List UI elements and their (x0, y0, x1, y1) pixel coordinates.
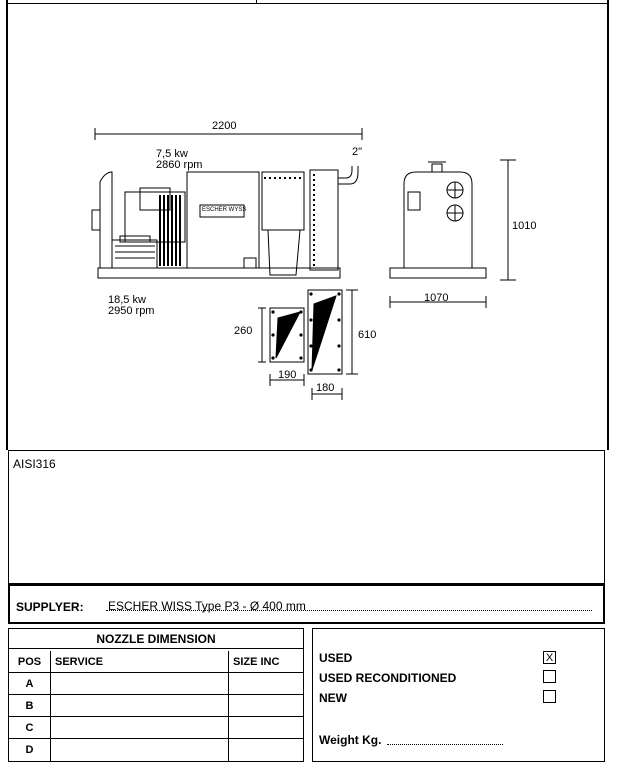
flange1-height-label: 260 (234, 325, 253, 337)
header-service: SERVICE (51, 651, 229, 672)
outlet-chute (309, 169, 339, 271)
supplier-value: ESCHER WISS Type P3 - Ø 400 mm (108, 599, 306, 613)
pipe-size-label: 2" (352, 146, 363, 158)
technical-drawing (91, 128, 516, 400)
width-label: 1070 (424, 292, 449, 304)
machine-base (97, 267, 341, 279)
left-flange (91, 209, 101, 231)
row-pos: D (9, 739, 51, 761)
top-motor-power: 7,5 kw (156, 148, 188, 160)
nameplate-label: ESCHER WYSS (202, 207, 247, 213)
row-size[interactable] (229, 717, 305, 738)
material-note: AISI316 (13, 457, 56, 471)
header-size: SIZE INC (233, 656, 280, 668)
height-label: 1010 (512, 220, 537, 232)
weight-dotted-line[interactable] (387, 744, 503, 745)
used-label: USED (319, 651, 353, 665)
notes-box: AISI316 (8, 450, 605, 584)
supplier-box: SUPPLYER: ESCHER WISS Type P3 - Ø 400 mm (8, 584, 605, 624)
row-size[interactable] (229, 739, 305, 761)
table-row: C (9, 717, 303, 739)
flange2-width-label: 180 (316, 382, 335, 394)
table-row: D (9, 739, 303, 761)
title-block-edge-right (256, 0, 609, 4)
header-pos: POS (9, 651, 51, 672)
new-checkbox[interactable] (543, 690, 556, 703)
row-service[interactable] (51, 739, 229, 761)
flange2-height-label: 610 (358, 329, 377, 341)
pipe-2in (338, 166, 359, 185)
nozzle-table-title: NOZZLE DIMENSION (9, 629, 303, 649)
used-checkbox[interactable]: X (543, 651, 556, 664)
row-service[interactable] (51, 717, 229, 738)
title-block-edge-left (6, 0, 256, 4)
pulley-guard (124, 191, 186, 243)
condition-box: USED X USED RECONDITIONED NEW Weight Kg. (312, 628, 605, 762)
length-label: 2200 (212, 120, 237, 132)
nozzle-table: NOZZLE DIMENSION POS SERVICE SIZE INC A … (8, 628, 304, 762)
row-size[interactable] (229, 695, 305, 716)
row-pos: A (9, 673, 51, 694)
flange-detail-2 (307, 289, 343, 375)
nozzle-header-row: POS SERVICE SIZE INC (9, 651, 303, 673)
left-housing (99, 171, 113, 269)
drawing-frame (6, 0, 609, 450)
bottom-motor-rpm: 2950 rpm (108, 305, 155, 317)
weight-label: Weight Kg. (319, 733, 382, 747)
supplier-dotted-line (106, 610, 592, 611)
row-service[interactable] (51, 673, 229, 694)
bottom-motor (111, 239, 158, 269)
table-row: B (9, 695, 303, 717)
new-label: NEW (319, 691, 347, 705)
flange1-width-label: 190 (278, 369, 297, 381)
row-service[interactable] (51, 695, 229, 716)
supplier-label: SUPPLYER: (16, 600, 84, 614)
row-pos: B (9, 695, 51, 716)
used-reconditioned-label: USED RECONDITIONED (319, 671, 457, 685)
centrifuge-casing (186, 171, 260, 269)
top-motor-rpm: 2860 rpm (156, 159, 203, 171)
flange-detail-1 (269, 307, 305, 363)
bottom-motor-power: 18,5 kw (108, 294, 146, 306)
end-view-base (389, 267, 487, 279)
row-size[interactable] (229, 673, 305, 694)
table-row: A (9, 673, 303, 695)
row-pos: C (9, 717, 51, 738)
top-motor (139, 187, 171, 211)
discharge-hopper (261, 171, 305, 231)
used-reconditioned-checkbox[interactable] (543, 670, 556, 683)
